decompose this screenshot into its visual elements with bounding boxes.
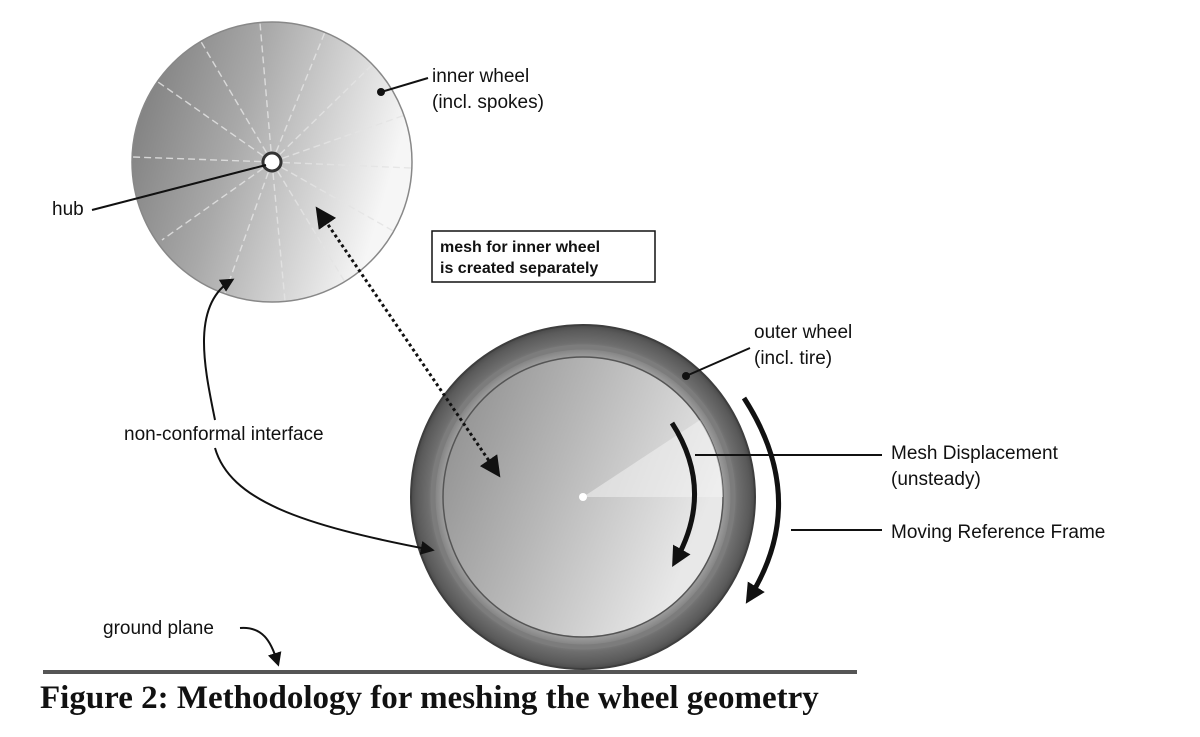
outer-wheel-leader [685,347,751,377]
hub-label: hub [52,199,84,220]
inner-wheel-leader [380,77,429,93]
ground-plane-arrow [239,626,282,667]
mesh-displacement-label-line2: (unsteady) [891,469,981,490]
outer-wheel-label-line1: outer wheel [754,322,852,343]
non-conformal-interface-label: non-conformal interface [124,424,324,445]
inner-wheel-leader-dot [377,88,385,96]
moving-reference-frame-label: Moving Reference Frame [891,522,1105,543]
interface-arrow-outer [214,447,435,555]
inner-wheel-label-line2: (incl. spokes) [432,92,544,113]
hub-leader [91,164,267,211]
figure-caption: Figure 2: Methodology for meshing the wh… [40,680,819,716]
mesh-note-line1: mesh for inner wheel [440,239,600,256]
outer-wheel-label-line2: (incl. tire) [754,348,832,369]
outer-wheel-leader-dot [682,372,690,380]
hub-circle [261,151,283,173]
interface-arrow-inner [203,278,235,421]
outer-wheel-center [579,493,587,501]
mesh-note-line2: is created separately [440,260,598,277]
separate-mesh-dotted-arrow [315,206,501,478]
ground-plane-label: ground plane [103,618,214,639]
mesh-displacement-label-line1: Mesh Displacement [891,443,1059,464]
mesh-note-box [431,230,656,283]
moving-reference-frame-arrow [741,396,782,604]
inner-wheel-disc [131,21,413,303]
mesh-displacement-arrow [669,421,698,567]
spoke-lines [132,22,412,302]
inner-wheel-label-line1: inner wheel [432,66,529,87]
outer-wheel [410,324,756,670]
